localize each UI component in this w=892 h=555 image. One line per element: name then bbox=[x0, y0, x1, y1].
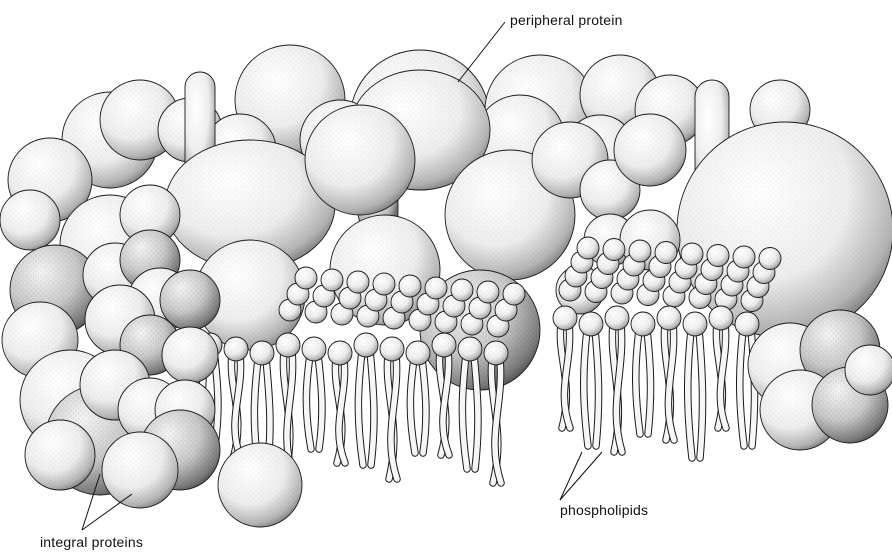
right-phospholipid-1-head-stipple bbox=[553, 306, 577, 330]
peripheral-globule-small-3-stipple bbox=[614, 114, 686, 186]
left-back-head-r3-c8-stipple bbox=[477, 281, 499, 303]
right-back-head-r4-c2-stipple bbox=[603, 239, 625, 261]
integral-protein-globule-17-stipple bbox=[102, 432, 178, 508]
right-back-head-r4-c5-stipple bbox=[681, 243, 703, 265]
integral-proteins-leader-right bbox=[82, 494, 132, 530]
left-phospholipid-7-tail-a bbox=[358, 351, 363, 465]
right-back-head-r4-c1-stipple bbox=[577, 237, 599, 259]
peripheral-protein-label: peripheral protein bbox=[510, 12, 623, 28]
left-back-head-r3-c2-stipple bbox=[321, 269, 343, 291]
left-phospholipid-5-tail-a bbox=[306, 355, 311, 449]
phospholipid-layer-right bbox=[553, 237, 781, 458]
left-phospholipid-10-head-stipple bbox=[432, 333, 456, 357]
right-phospholipid-5-head-stipple bbox=[657, 306, 681, 330]
left-phospholipid-9-tail-a bbox=[410, 359, 415, 453]
left-back-head-r3-c4-stipple bbox=[373, 273, 395, 295]
phospholipids-label: phospholipids bbox=[560, 502, 648, 518]
right-back-head-r4-c6-stipple bbox=[707, 245, 729, 267]
right-phospholipid-8-head-stipple bbox=[735, 312, 759, 336]
left-phospholipid-12-head-stipple bbox=[484, 341, 508, 365]
right-phospholipid-3-head-stipple bbox=[605, 306, 629, 330]
left-back-head-r3-c3-stipple bbox=[347, 271, 369, 293]
phospholipids-leader-right bbox=[560, 452, 602, 500]
phospholipids-leader-left bbox=[560, 452, 582, 500]
left-phospholipid-4-head-stipple bbox=[276, 333, 300, 357]
right-back-head-r4-c4-stipple bbox=[655, 242, 677, 264]
left-back-head-r3-c6-stipple bbox=[425, 277, 447, 299]
left-back-head-r3-c7-stipple bbox=[451, 279, 473, 301]
right-back-head-r4-c3-stipple bbox=[629, 240, 651, 262]
integral-protein-cluster-right bbox=[748, 310, 892, 450]
right-phospholipid-4-head-stipple bbox=[631, 312, 655, 336]
left-phospholipid-8-head-stipple bbox=[380, 337, 404, 361]
integral-protein-globule-13-stipple bbox=[160, 270, 220, 330]
left-phospholipid-5-head-stipple bbox=[302, 337, 326, 361]
left-phospholipid-7-head-stipple bbox=[354, 333, 378, 357]
right-back-head-r4-c8-stipple bbox=[759, 248, 781, 270]
integral-proteins-label: integral proteins bbox=[40, 534, 143, 550]
left-phospholipid-11-head-stipple bbox=[458, 337, 482, 361]
background-globule-9-stipple bbox=[0, 190, 60, 250]
peripheral-globule-center-stipple bbox=[305, 105, 415, 215]
right-phospholipid-2-head-stipple bbox=[579, 312, 603, 336]
integral-protein-globule-5-stipple bbox=[25, 420, 95, 490]
integral-protein-globule-14-stipple bbox=[162, 327, 218, 383]
left-back-head-r3-c9-stipple bbox=[503, 283, 525, 305]
integral-protein-globule-18-stipple bbox=[218, 443, 302, 527]
left-back-head-r3-c5-stipple bbox=[399, 275, 421, 297]
left-phospholipid-11-tail-a bbox=[462, 355, 467, 469]
left-phospholipid-3-head-stipple bbox=[250, 341, 274, 365]
right-back-head-r4-c7-stipple bbox=[733, 246, 755, 268]
peripheral-protein-leader bbox=[458, 22, 505, 82]
left-phospholipid-2-head-stipple bbox=[224, 337, 248, 361]
left-phospholipid-9-head-stipple bbox=[406, 341, 430, 365]
peripheral-globule-large-right-stipple bbox=[677, 122, 892, 338]
right-phospholipid-7-head-stipple bbox=[709, 306, 733, 330]
right-phospholipid-6-head-stipple bbox=[683, 312, 707, 336]
left-phospholipid-6-head-stipple bbox=[328, 341, 352, 365]
left-back-head-r3-c1-stipple bbox=[295, 267, 317, 289]
